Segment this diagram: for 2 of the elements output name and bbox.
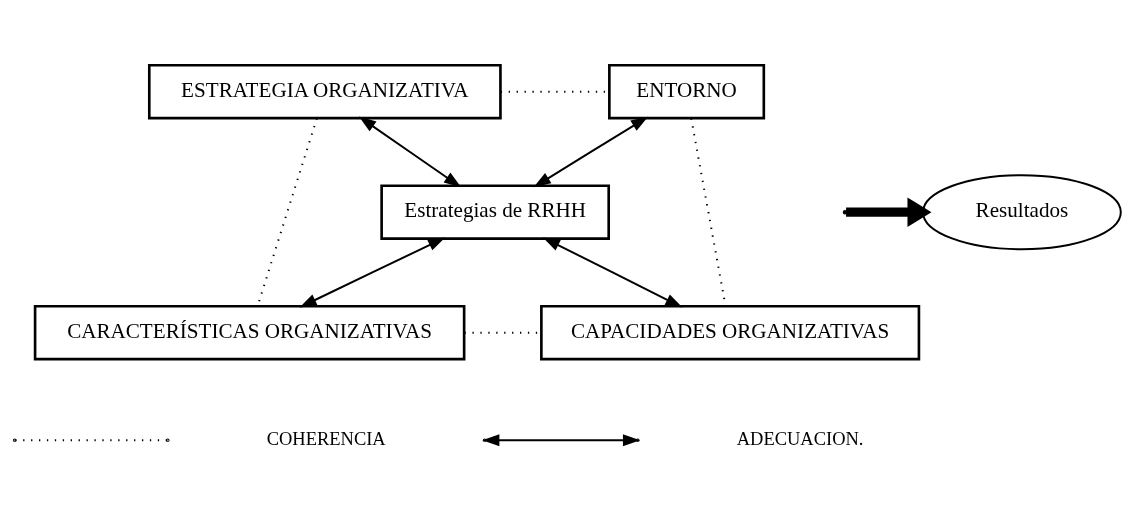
legend-label: COHERENCIA: [266, 429, 386, 450]
legend-label: ADECUACION.: [736, 429, 864, 450]
